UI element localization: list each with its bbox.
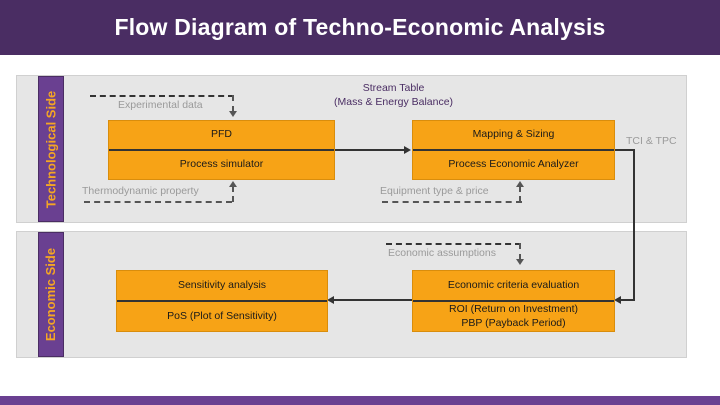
footer-bar bbox=[0, 396, 720, 405]
process-economic-analyzer-label: Process Economic Analyzer bbox=[413, 149, 614, 179]
equipment-type-price-stub bbox=[519, 186, 521, 202]
thermodynamic-property-label: Thermodynamic property bbox=[82, 185, 199, 197]
economic-assumptions-arrow-icon bbox=[516, 259, 524, 265]
economic-to-sensitivity-arrow-icon bbox=[327, 296, 334, 304]
mapping-sizing-block[interactable]: Mapping & Sizing Process Economic Analyz… bbox=[412, 120, 615, 180]
economic-criteria-block[interactable]: Economic criteria evaluation ROI (Return… bbox=[412, 270, 615, 332]
experimental-data-arrow-icon bbox=[229, 111, 237, 117]
technological-side-label: Technological Side bbox=[43, 90, 59, 208]
stream-table-note-line1: Stream Table bbox=[362, 82, 425, 94]
experimental-data-dashed-line bbox=[90, 95, 234, 97]
pos-plot-of-sensitivity-label: PoS (Plot of Sensitivity) bbox=[117, 300, 327, 331]
equipment-type-price-arrow-icon bbox=[516, 181, 524, 187]
stream-table-note-line2: (Mass & Energy Balance) bbox=[334, 96, 454, 109]
experimental-data-stub bbox=[232, 95, 234, 112]
sensitivity-analysis-block[interactable]: Sensitivity analysis PoS (Plot of Sensit… bbox=[116, 270, 328, 332]
tci-tpc-connector-top bbox=[613, 149, 635, 151]
pfd-label: PFD bbox=[211, 128, 232, 141]
thermodynamic-property-dashed-line bbox=[84, 201, 232, 203]
stream-table-arrow-icon bbox=[404, 146, 411, 154]
pbp-label: PBP (Payback Period) bbox=[461, 316, 566, 329]
thermodynamic-property-stub bbox=[232, 186, 234, 202]
tci-tpc-connector-vertical bbox=[633, 149, 635, 301]
equipment-type-price-dashed-line bbox=[382, 201, 522, 203]
tci-tpc-arrow-icon bbox=[614, 296, 621, 304]
economic-side-label: Economic Side bbox=[43, 247, 59, 342]
roi-label: ROI (Return on Investment) bbox=[449, 303, 578, 316]
sensitivity-analysis-label: Sensitivity analysis bbox=[177, 278, 267, 291]
process-simulator-label: Process simulator bbox=[109, 149, 334, 179]
equipment-type-price-label: Equipment type & price bbox=[380, 185, 489, 197]
economic-assumptions-label: Economic assumptions bbox=[388, 247, 496, 259]
economic-assumptions-dashed-line bbox=[386, 243, 521, 245]
pfd-block[interactable]: PFD Process simulator bbox=[108, 120, 335, 180]
thermodynamic-property-arrow-icon bbox=[229, 181, 237, 187]
flow-diagram-canvas: Technological Side Stream Table (Mass & … bbox=[0, 55, 720, 396]
sidebar-item-economic-side[interactable]: Economic Side bbox=[38, 232, 64, 357]
mapping-sizing-label: Mapping & Sizing bbox=[472, 128, 555, 141]
page-title: Flow Diagram of Techno-Economic Analysis bbox=[114, 14, 606, 40]
sidebar-item-technological-side[interactable]: Technological Side bbox=[38, 76, 64, 222]
experimental-data-label: Experimental data bbox=[118, 99, 203, 111]
stream-table-connector bbox=[335, 149, 406, 151]
tci-tpc-label: TCI & TPC bbox=[626, 135, 677, 147]
title-bar: Flow Diagram of Techno-Economic Analysis bbox=[0, 0, 720, 55]
stream-table-note: Stream Table (Mass & Energy Balance) bbox=[334, 81, 453, 109]
economic-criteria-evaluation-label: Economic criteria evaluation bbox=[447, 278, 580, 291]
economic-to-sensitivity-connector bbox=[333, 299, 413, 301]
tci-tpc-connector-bottom bbox=[619, 299, 635, 301]
roi-pbp-label: ROI (Return on Investment) PBP (Payback … bbox=[413, 300, 614, 331]
economic-assumptions-stub bbox=[519, 243, 521, 260]
